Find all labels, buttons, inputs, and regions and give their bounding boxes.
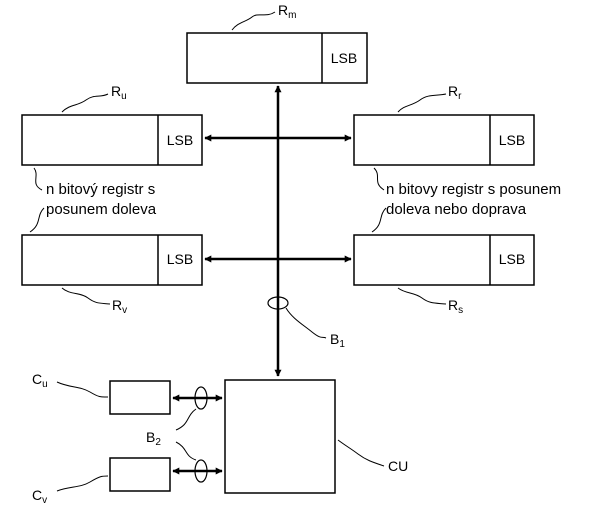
bus-b2: B2 [146,408,197,461]
control-unit-label: CU [388,458,408,474]
register-rv-lsb: LSB [167,251,193,267]
register-rs: LSB Rs [353,234,535,316]
note-right: n bitovy registr s posunem doleva nebo d… [371,167,561,233]
register-rr-lsb: LSB [499,132,525,148]
register-rm: LSB Rm [186,2,368,84]
register-rr-label: Rr [448,83,462,102]
register-rm-lsb: LSB [331,50,357,66]
bus-b1-label: B1 [330,331,345,350]
register-ru-label: Ru [111,83,127,102]
register-rv-label: Rv [112,297,127,316]
counter-cu: Cu [32,371,223,415]
register-rs-label: Rs [448,297,463,316]
note-right-line1: n bitovy registr s posunem [386,181,561,198]
bus-b2-label: B2 [146,429,161,448]
counter-cv: Cv [32,457,223,506]
counter-cv-label: Cv [32,487,47,506]
bus-b1-marker [267,296,289,310]
control-unit: CU [224,379,408,494]
bus-b1: B1 [204,85,352,377]
note-left-line2: posunem doleva [46,201,157,218]
register-rs-lsb: LSB [499,251,525,267]
counter-cu-label: Cu [32,371,48,390]
register-ru: LSB Ru [21,83,203,166]
register-rv: LSB Rv [21,234,203,316]
register-rr: LSB Rr [353,83,535,166]
note-left-line1: n bitový registr s [46,181,155,198]
register-rm-label: Rm [278,2,296,21]
note-right-line2: doleva nebo doprava [386,201,527,218]
note-left: n bitový registr s posunem doleva [29,167,157,233]
register-ru-lsb: LSB [167,132,193,148]
